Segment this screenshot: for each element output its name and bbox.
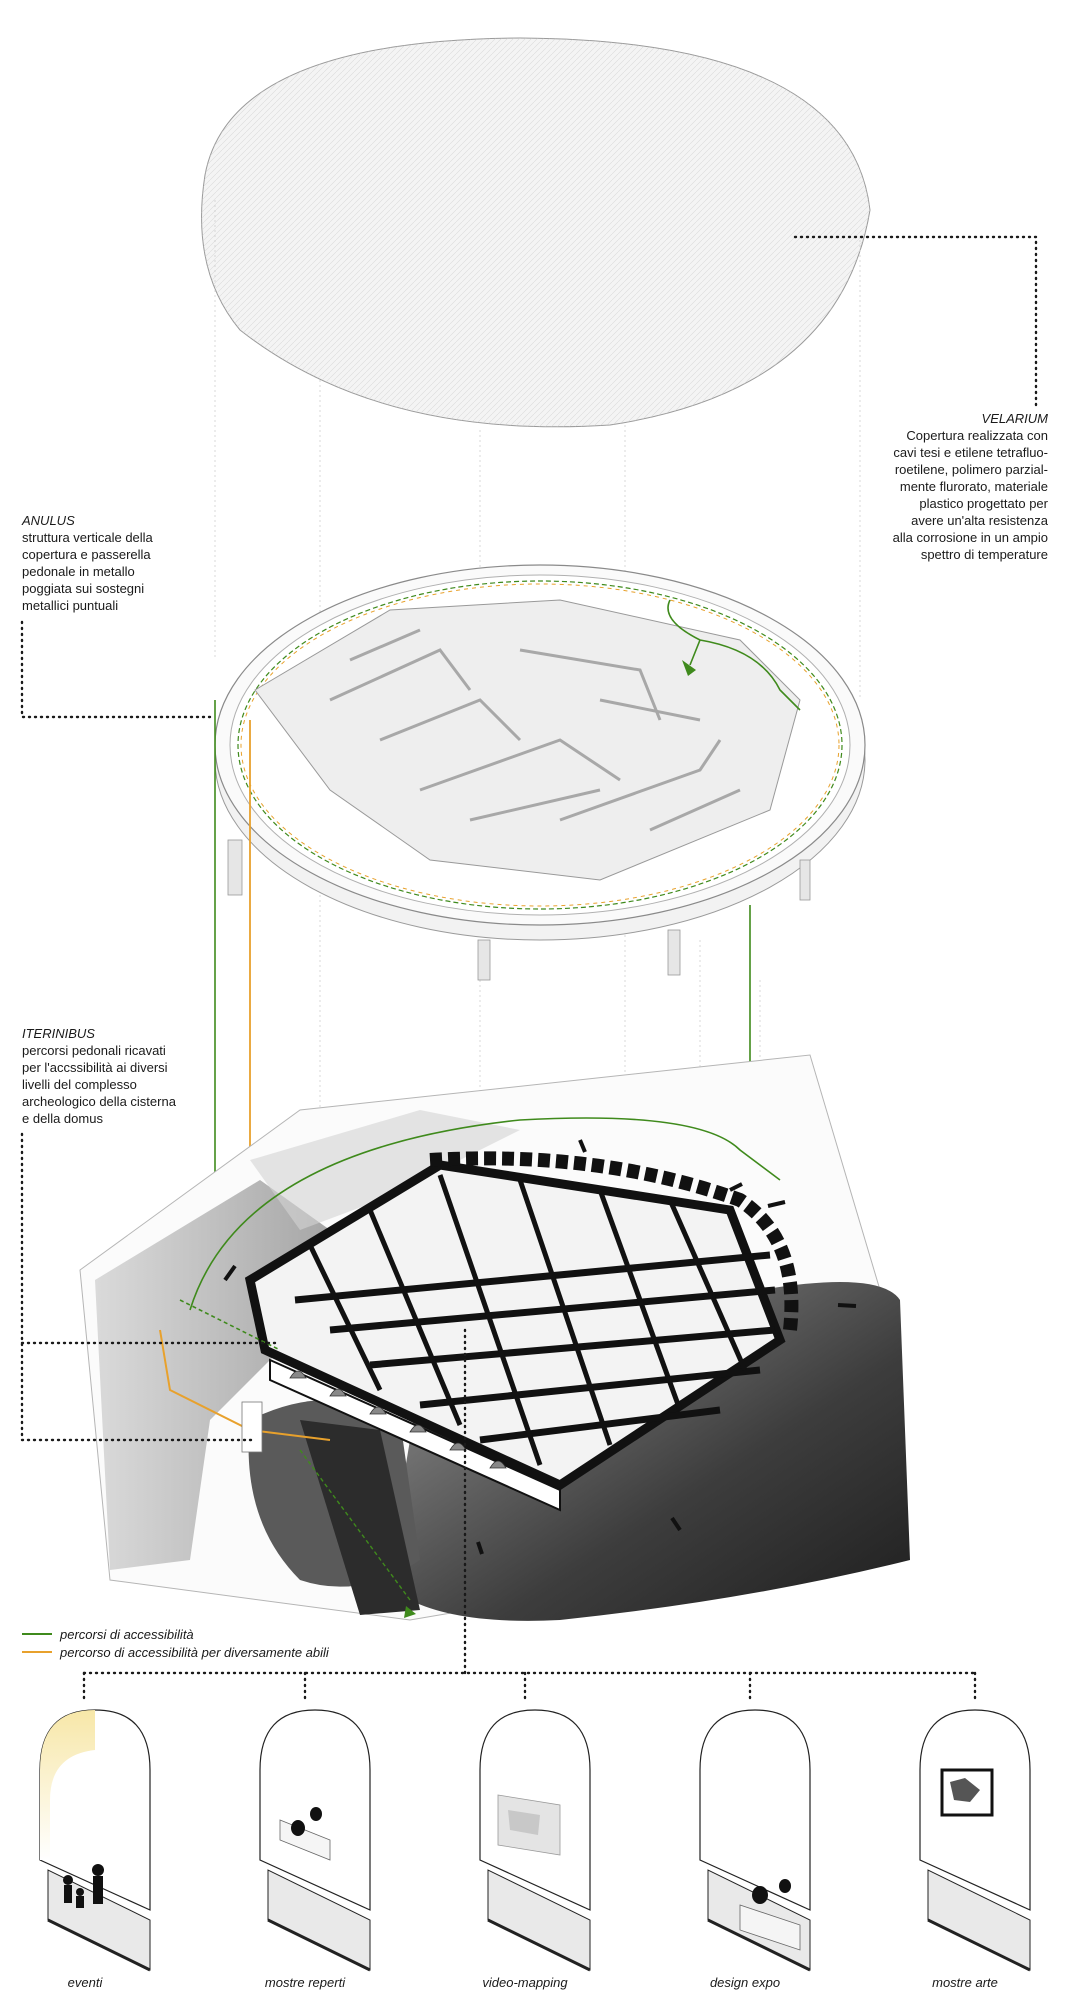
room-caption-eventi: eventi (67, 1975, 103, 1990)
velarium-annotation: VELARIUM Copertura realizzata con cavi t… (788, 410, 1048, 563)
velarium-line: Copertura realizzata con (906, 428, 1048, 443)
legend-label: percorso di accessibilità per diversamen… (60, 1644, 329, 1660)
painting-icon (940, 1768, 994, 1817)
anulus-line: poggiata sui sostegni (22, 581, 145, 596)
velarium-line: alla corrosione in un ampio (892, 530, 1048, 545)
projection-icon (497, 1794, 561, 1856)
cistern-grid (244, 1151, 799, 1512)
legend-label: percorsi di accessibilità (60, 1626, 194, 1642)
legend-swatch-green (22, 1633, 52, 1635)
iterinibus-line: e della domus (22, 1111, 103, 1126)
room-eventi (39, 1709, 151, 1972)
room-caption-design-expo: design expo (709, 1975, 781, 1990)
velarium-line: roetilene, polimero parzial- (894, 462, 1048, 477)
anulus-line: pedonale in metallo (22, 564, 135, 579)
anulus-line: copertura e passerella (22, 547, 151, 562)
route-legend: percorsi di accessibilità percorso di ac… (22, 1625, 329, 1661)
vase-icon (291, 1807, 322, 1836)
legend-swatch-orange (22, 1651, 52, 1653)
anulus-ring (214, 564, 866, 981)
room-video-mapping (479, 1709, 591, 1972)
velarium-title: VELARIUM (981, 411, 1048, 426)
iterinibus-line: per l'accssibilità ai diversi (22, 1060, 168, 1075)
iterinibus-title: ITERINIBUS (22, 1026, 95, 1041)
vase-icon (752, 1879, 791, 1904)
iterinibus-line: livelli del complesso (22, 1077, 137, 1092)
anulus-line: metallici puntuali (22, 598, 119, 613)
room-vignettes (39, 1709, 1031, 1972)
legend-item-disabled-access: percorso di accessibilità per diversamen… (22, 1643, 329, 1661)
iterinibus-line: archeologico della cisterna (22, 1094, 176, 1109)
room-caption-mostre-arte: mostre arte (932, 1975, 998, 1990)
iterinibus-line: percorsi pedonali ricavati (22, 1043, 166, 1058)
room-mostre-reperti (259, 1709, 371, 1972)
room-design-expo (699, 1709, 811, 1972)
velarium-line: spettro di temperature (920, 547, 1048, 562)
room-caption-mostre-reperti: mostre reperti (264, 1975, 346, 1990)
legend-item-accessibility: percorsi di accessibilità (22, 1625, 329, 1643)
people-silhouette-icon (63, 1864, 104, 1908)
iterinibus-annotation: ITERINIBUS percorsi pedonali ricavati pe… (22, 1025, 272, 1127)
velarium-line: mente flurorato, materiale (899, 479, 1048, 494)
velarium-roof (201, 37, 871, 428)
domus-floor-plan (254, 599, 801, 881)
anulus-title: ANULUS (22, 513, 75, 528)
velarium-line: cavi tesi e etilene tetrafluo- (893, 445, 1048, 460)
room-mostre-arte (919, 1709, 1031, 1972)
velarium-line: plastico progettato per (919, 496, 1048, 511)
room-caption-video-mapping: video-mapping (482, 1975, 568, 1990)
velarium-line: avere un'alta resistenza (911, 513, 1048, 528)
cistern-site-block (79, 1054, 910, 1621)
annotation-leaders (20, 235, 1038, 1702)
anulus-line: struttura verticale della (22, 530, 153, 545)
anulus-annotation: ANULUS struttura verticale della copertu… (22, 512, 252, 614)
